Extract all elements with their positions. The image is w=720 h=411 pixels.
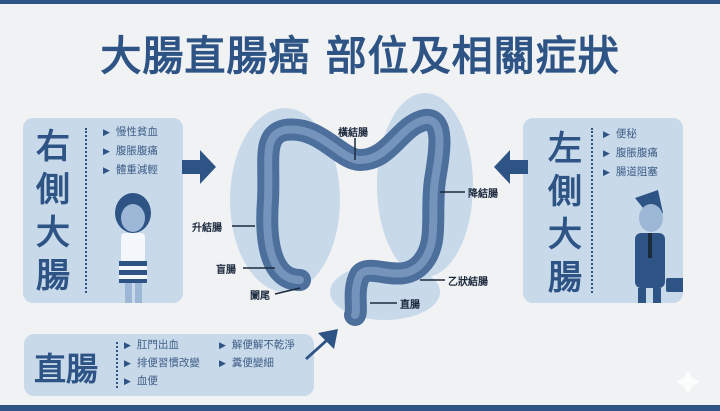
- right-colon-heading: 右 側 大 腸: [33, 126, 73, 298]
- symptom-text: 解便解不乾淨: [231, 339, 295, 351]
- heading-char: 右: [36, 127, 70, 167]
- page-title: 大腸直腸癌 部位及相關症狀: [100, 32, 620, 80]
- symptom-list: ▶ 慢性貧血 ▶ 腹脹腹痛 ▶ 體重減輕: [103, 123, 158, 180]
- symptom-item: ▶ 腹脹腹痛: [603, 144, 658, 163]
- symptom-item: ▶ 血便: [124, 373, 200, 391]
- left-colon-heading: 左 側 大 腸: [545, 128, 585, 300]
- symptom-item: ▶ 體重減輕: [103, 161, 158, 180]
- label-descending-colon: 降結腸: [468, 189, 498, 200]
- right-colon-highlight: [230, 108, 340, 292]
- triangle-right-icon: ▶: [603, 168, 610, 178]
- heading-char: 腸: [36, 256, 70, 296]
- symptom-text: 排便習慣改變: [136, 357, 200, 369]
- symptom-list: ▶ 解便解不乾淨 ▶ 糞便變細: [219, 337, 295, 373]
- symptom-text: 腹脹腹痛: [615, 147, 658, 159]
- man-illustration: [635, 190, 683, 303]
- triangle-right-icon: ▶: [103, 166, 110, 176]
- rectum-heading: 直腸: [34, 350, 99, 388]
- heading-char: 腸: [548, 258, 582, 298]
- woman-illustration: [115, 193, 151, 303]
- heading-char: 大: [548, 215, 582, 255]
- left-colon-panel: 左 側 大 腸 ▶ 便秘 ▶ 腹脹腹痛 ▶ 腸道阻塞: [523, 118, 683, 303]
- heading-char: 大: [36, 213, 70, 253]
- right-colon-panel: 右 側 大 腸 ▶ 慢性貧血 ▶ 腹脹腹痛 ▶ 體重減輕: [23, 118, 183, 303]
- label-rectum: 直腸: [400, 300, 420, 311]
- symptom-text: 血便: [136, 375, 158, 387]
- bottom-bar: [0, 405, 720, 411]
- divider: [85, 128, 87, 293]
- sparkle-icon: [676, 370, 700, 394]
- symptom-item: ▶ 肛門出血: [124, 337, 200, 355]
- rectum-highlight: [330, 264, 440, 320]
- heading-char: 側: [548, 172, 582, 212]
- triangle-right-icon: ▶: [219, 359, 226, 369]
- label-sigmoid-colon: 乙狀結腸: [448, 277, 488, 288]
- triangle-right-icon: ▶: [124, 341, 131, 351]
- symptom-list: ▶ 便秘 ▶ 腹脹腹痛 ▶ 腸道阻塞: [603, 125, 658, 182]
- symptom-item: ▶ 腹脹腹痛: [103, 142, 158, 161]
- heading-char: 左: [548, 129, 582, 169]
- triangle-right-icon: ▶: [219, 341, 226, 351]
- triangle-right-icon: ▶: [103, 147, 110, 157]
- symptom-item: ▶ 便秘: [603, 125, 658, 144]
- symptom-text: 便秘: [615, 128, 637, 140]
- triangle-right-icon: ▶: [124, 377, 131, 387]
- divider: [116, 342, 118, 388]
- triangle-right-icon: ▶: [603, 130, 610, 140]
- heading-char: 側: [36, 170, 70, 210]
- symptom-text: 肛門出血: [136, 339, 179, 351]
- label-appendix: 闌尾: [250, 291, 270, 302]
- colon-shape: [256, 109, 451, 326]
- label-ascending-colon: 升結腸: [192, 223, 222, 234]
- arrow-right-icon: [182, 150, 216, 184]
- symptom-text: 體重減輕: [115, 164, 158, 176]
- symptom-list: ▶ 肛門出血 ▶ 排便習慣改變 ▶ 血便: [124, 337, 200, 391]
- symptom-item: ▶ 排便習慣改變: [124, 355, 200, 373]
- symptom-item: ▶ 解便解不乾淨: [219, 337, 295, 355]
- triangle-right-icon: ▶: [603, 149, 610, 159]
- triangle-right-icon: ▶: [124, 359, 131, 369]
- symptom-text: 糞便變細: [231, 357, 274, 369]
- symptom-text: 腹脹腹痛: [115, 145, 158, 157]
- symptom-text: 腸道阻塞: [615, 166, 658, 178]
- label-transverse-colon: 橫結腸: [338, 128, 368, 139]
- symptom-text: 慢性貧血: [115, 126, 158, 138]
- symptom-item: ▶ 糞便變細: [219, 355, 295, 373]
- triangle-right-icon: ▶: [103, 128, 110, 138]
- top-bar: [0, 0, 720, 4]
- left-colon-highlight: [377, 93, 473, 277]
- symptom-item: ▶ 腸道阻塞: [603, 163, 658, 182]
- symptom-item: ▶ 慢性貧血: [103, 123, 158, 142]
- rectum-panel: 直腸 ▶ 肛門出血 ▶ 排便習慣改變 ▶ 血便 ▶ 解便解不乾淨 ▶ 糞便變細: [24, 334, 314, 396]
- label-cecum: 盲腸: [216, 265, 236, 276]
- divider: [591, 128, 593, 293]
